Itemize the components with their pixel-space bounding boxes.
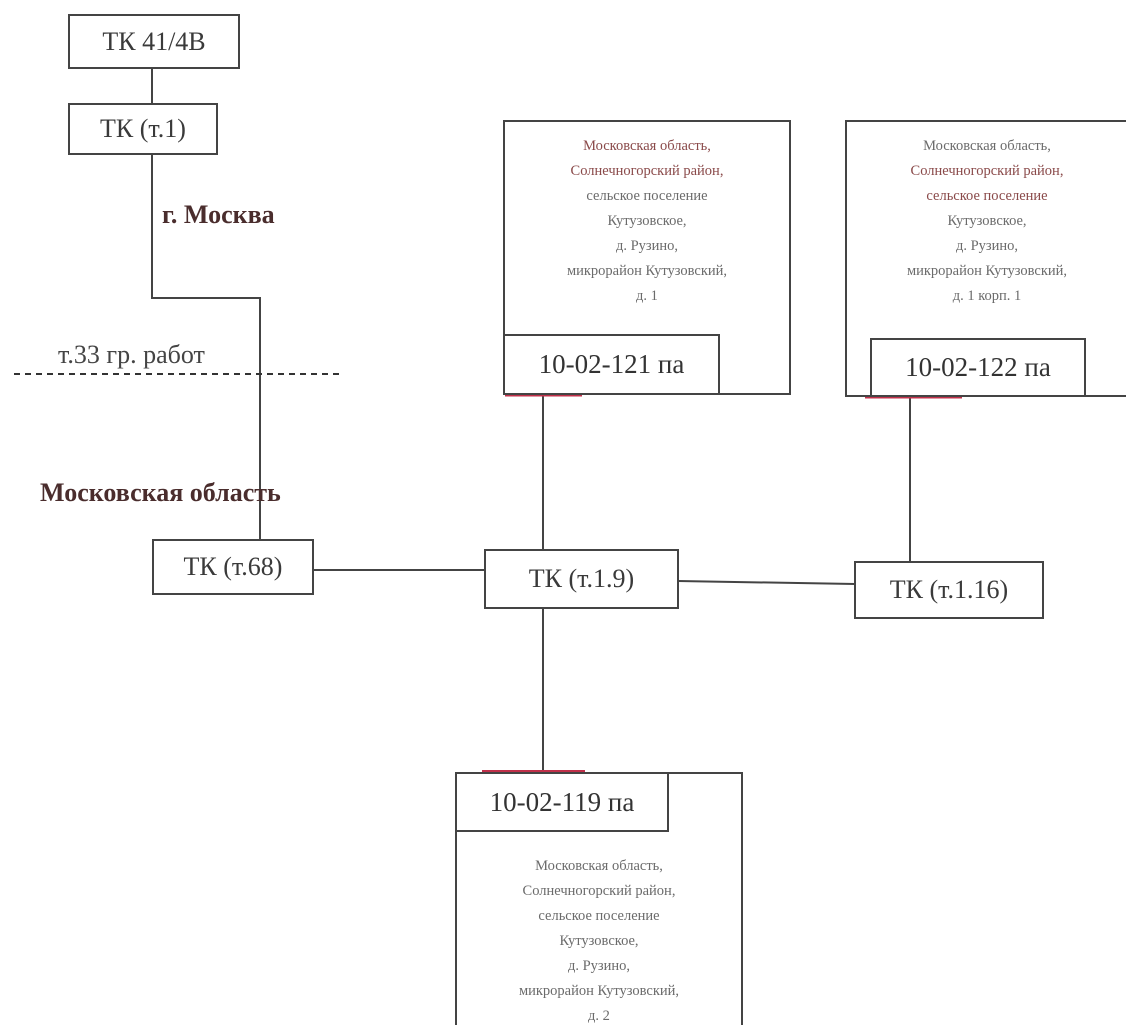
address-line: д. 2 bbox=[588, 1008, 610, 1024]
node-tk-41-4v: ТК 41/4В bbox=[68, 14, 240, 69]
address-line: д. Рузино, bbox=[615, 238, 679, 254]
address-line: Солнечногорский район, bbox=[910, 163, 1064, 179]
address-line: Кутузовское, bbox=[947, 213, 1027, 229]
building-code-121: 10-02-121 па bbox=[503, 334, 720, 395]
node-tk-t1: ТК (т.1) bbox=[68, 103, 218, 155]
node-tk-t68: ТК (т.68) bbox=[152, 539, 314, 595]
building-address-122: Московская область, Солнечногорский райо… bbox=[847, 134, 1126, 309]
building-card-121: Московская область, Солнечногорский райо… bbox=[503, 120, 791, 395]
address-line: сельское поселение bbox=[538, 908, 660, 924]
node-tk-t1-16: ТК (т.1.16) bbox=[854, 561, 1044, 619]
address-line: микрорайон Кутузовский, bbox=[518, 983, 680, 999]
address-line: д. Рузино, bbox=[955, 238, 1019, 254]
region-moscow-oblast: Московская область bbox=[40, 478, 281, 507]
address-line: Солнечногорский район, bbox=[522, 883, 676, 899]
address-line: д. 1 корп. 1 bbox=[952, 288, 1022, 304]
address-line: Кутузовское, bbox=[607, 213, 687, 229]
building-address-119: Московская область, Солнечногорский райо… bbox=[457, 854, 741, 1029]
address-line: Солнечногорский район, bbox=[570, 163, 724, 179]
address-line: Московская область, bbox=[583, 138, 711, 154]
address-line: сельское поселение bbox=[586, 188, 708, 204]
address-line: микрорайон Кутузовский, bbox=[906, 263, 1068, 279]
address-line: Кутузовское, bbox=[559, 933, 639, 949]
building-card-119: 10-02-119 па Московская область, Солнечн… bbox=[455, 772, 743, 1025]
building-card-122: Московская область, Солнечногорский райо… bbox=[845, 120, 1126, 397]
line-tk1-tk68 bbox=[151, 152, 261, 540]
line-tk19-tk116 bbox=[677, 580, 856, 585]
work-boundary-label: т.33 гр. работ bbox=[58, 340, 205, 369]
address-line: д. 1 bbox=[636, 288, 658, 304]
building-code-119: 10-02-119 па bbox=[455, 772, 669, 832]
address-line: микрорайон Кутузовский, bbox=[566, 263, 728, 279]
address-line: д. Рузино, bbox=[567, 958, 631, 974]
region-moscow: г. Москва bbox=[162, 200, 275, 229]
node-tk-t1-9: ТК (т.1.9) bbox=[484, 549, 679, 609]
building-address-121: Московская область, Солнечногорский райо… bbox=[505, 134, 789, 309]
address-line: сельское поселение bbox=[926, 188, 1048, 204]
building-code-122: 10-02-122 па bbox=[870, 338, 1086, 397]
address-line: Московская область, bbox=[923, 138, 1051, 154]
address-line: Московская область, bbox=[535, 858, 663, 874]
